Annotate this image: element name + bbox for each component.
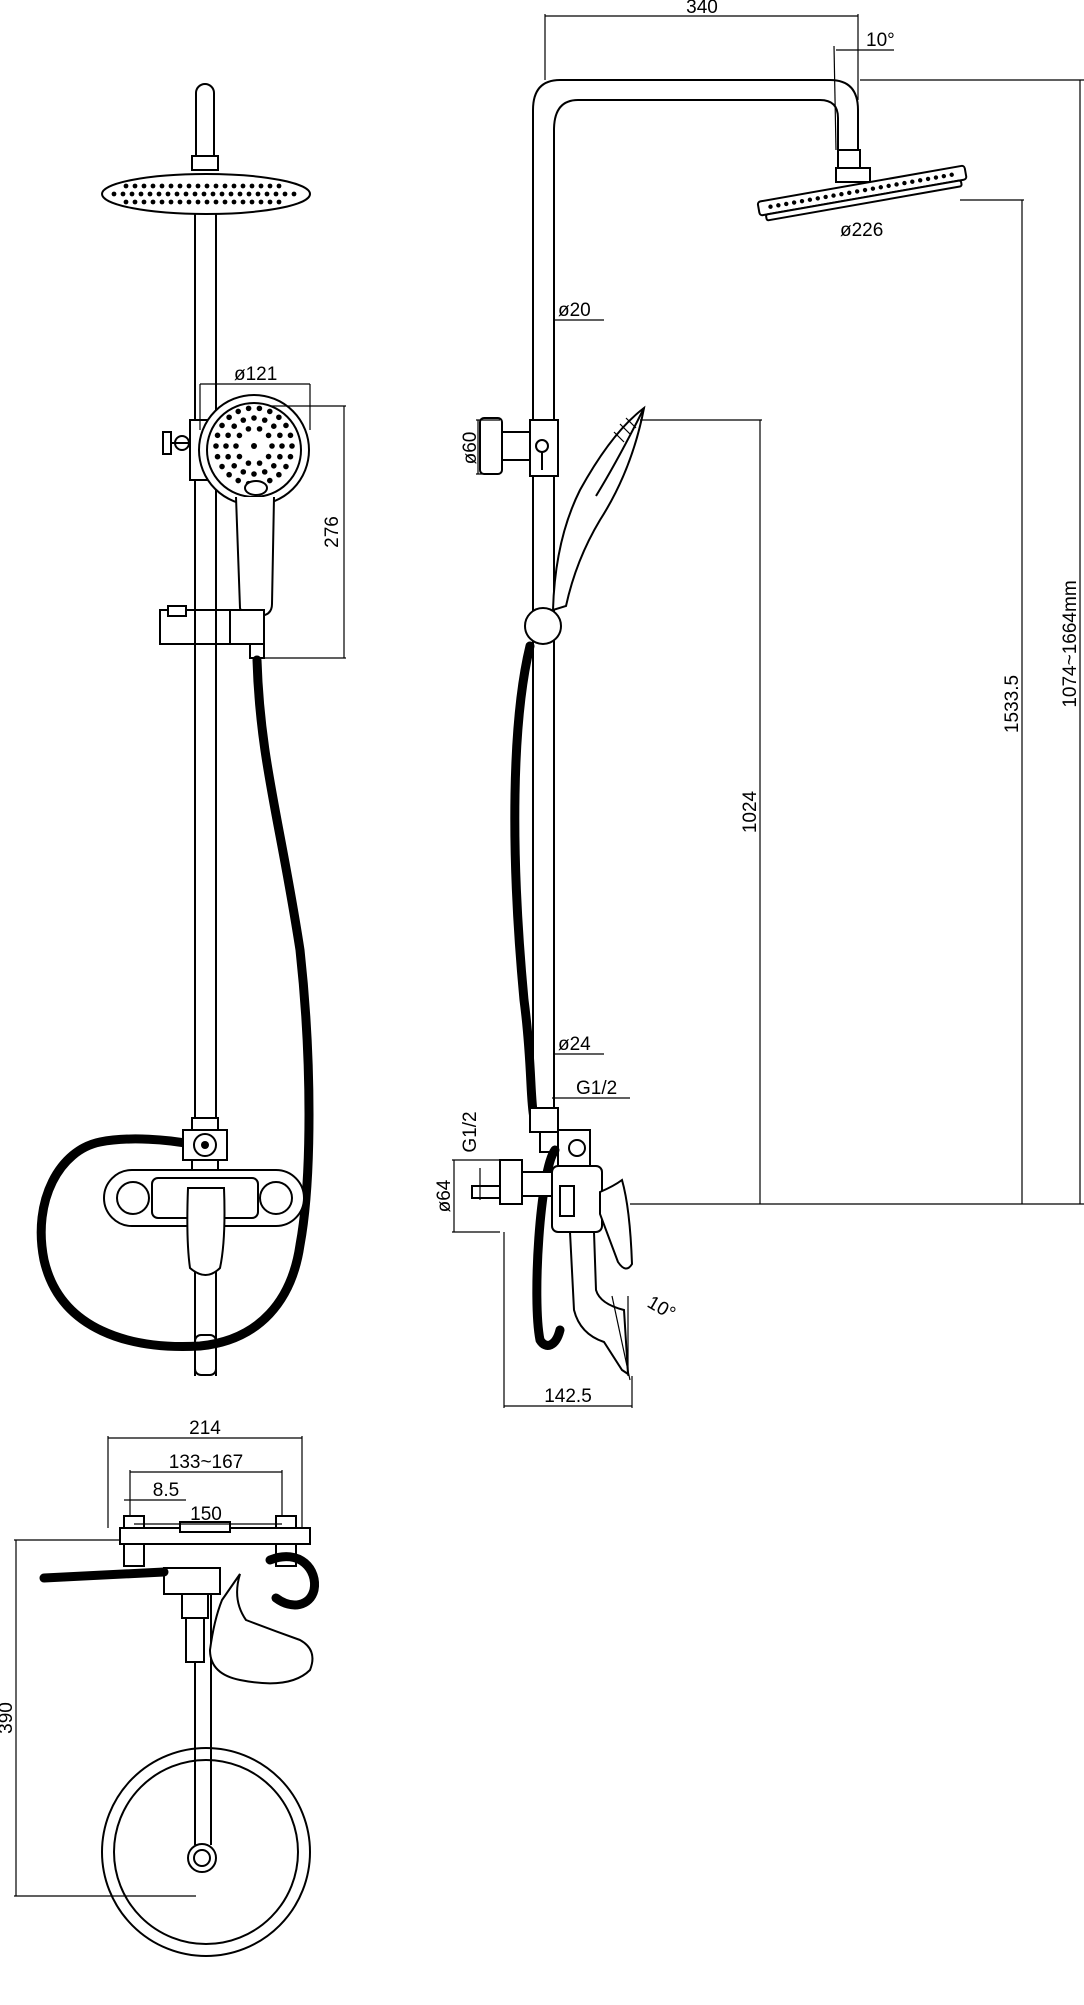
- label-arm-length: 340: [686, 0, 718, 18]
- front-hose: [36, 655, 314, 1351]
- label-center-distance: 150: [190, 1504, 222, 1525]
- top-lever: [208, 1573, 314, 1685]
- dimension-labels: ø121 276 340 10° ø226 ø20 ø60 1074~1664m…: [0, 0, 1081, 1734]
- top-hose-right: [265, 1552, 320, 1610]
- label-handshower-length: 276: [322, 516, 343, 548]
- front-mixer-lever: [186, 1187, 226, 1276]
- top-head-inner: [113, 1759, 299, 1945]
- front-view: [36, 83, 314, 1376]
- side-overhead-shower: [756, 164, 968, 222]
- top-head-outer: [101, 1747, 311, 1957]
- top-hose-left: [39, 1567, 169, 1583]
- side-handshower: [551, 405, 646, 612]
- label-thread-side: G1/2: [460, 1111, 481, 1152]
- label-total-height: 1074~1664mm: [1060, 580, 1081, 707]
- front-handshower-handle: [235, 496, 275, 618]
- label-top-depth: 390: [0, 1702, 17, 1734]
- label-offset: 8.5: [153, 1480, 179, 1501]
- label-head-height: 1533.5: [1002, 675, 1023, 733]
- front-head-connector: [191, 155, 219, 171]
- front-handshower-nozzles: [213, 405, 295, 487]
- side-flange: [499, 1159, 523, 1205]
- side-lever: [599, 1178, 634, 1270]
- label-head-diameter: ø226: [840, 220, 883, 241]
- label-handshower-diameter: ø121: [234, 364, 277, 385]
- label-rail-lower-diameter: ø24: [558, 1034, 591, 1055]
- front-pipe-top: [195, 83, 215, 165]
- label-spout-projection: 142.5: [544, 1386, 592, 1407]
- top-view: [39, 1515, 320, 1957]
- label-flange-diameter: ø64: [434, 1179, 455, 1212]
- label-head-tilt: 10°: [866, 30, 895, 51]
- label-rail-diameter: ø20: [558, 300, 591, 321]
- side-hose: [510, 641, 539, 1123]
- dimension-lines: [14, 14, 1084, 1897]
- front-shower-nozzles: [111, 183, 297, 205]
- label-overall-width: 214: [189, 1418, 221, 1439]
- label-holder-diameter: ø60: [460, 432, 481, 465]
- label-center-range: 133~167: [169, 1452, 244, 1473]
- label-holder-height: 1024: [740, 790, 761, 833]
- label-thread-top: G1/2: [576, 1078, 617, 1099]
- label-spout-tilt: 10°: [644, 1292, 679, 1325]
- side-slider-knob: [524, 607, 562, 645]
- side-view: [471, 79, 968, 1376]
